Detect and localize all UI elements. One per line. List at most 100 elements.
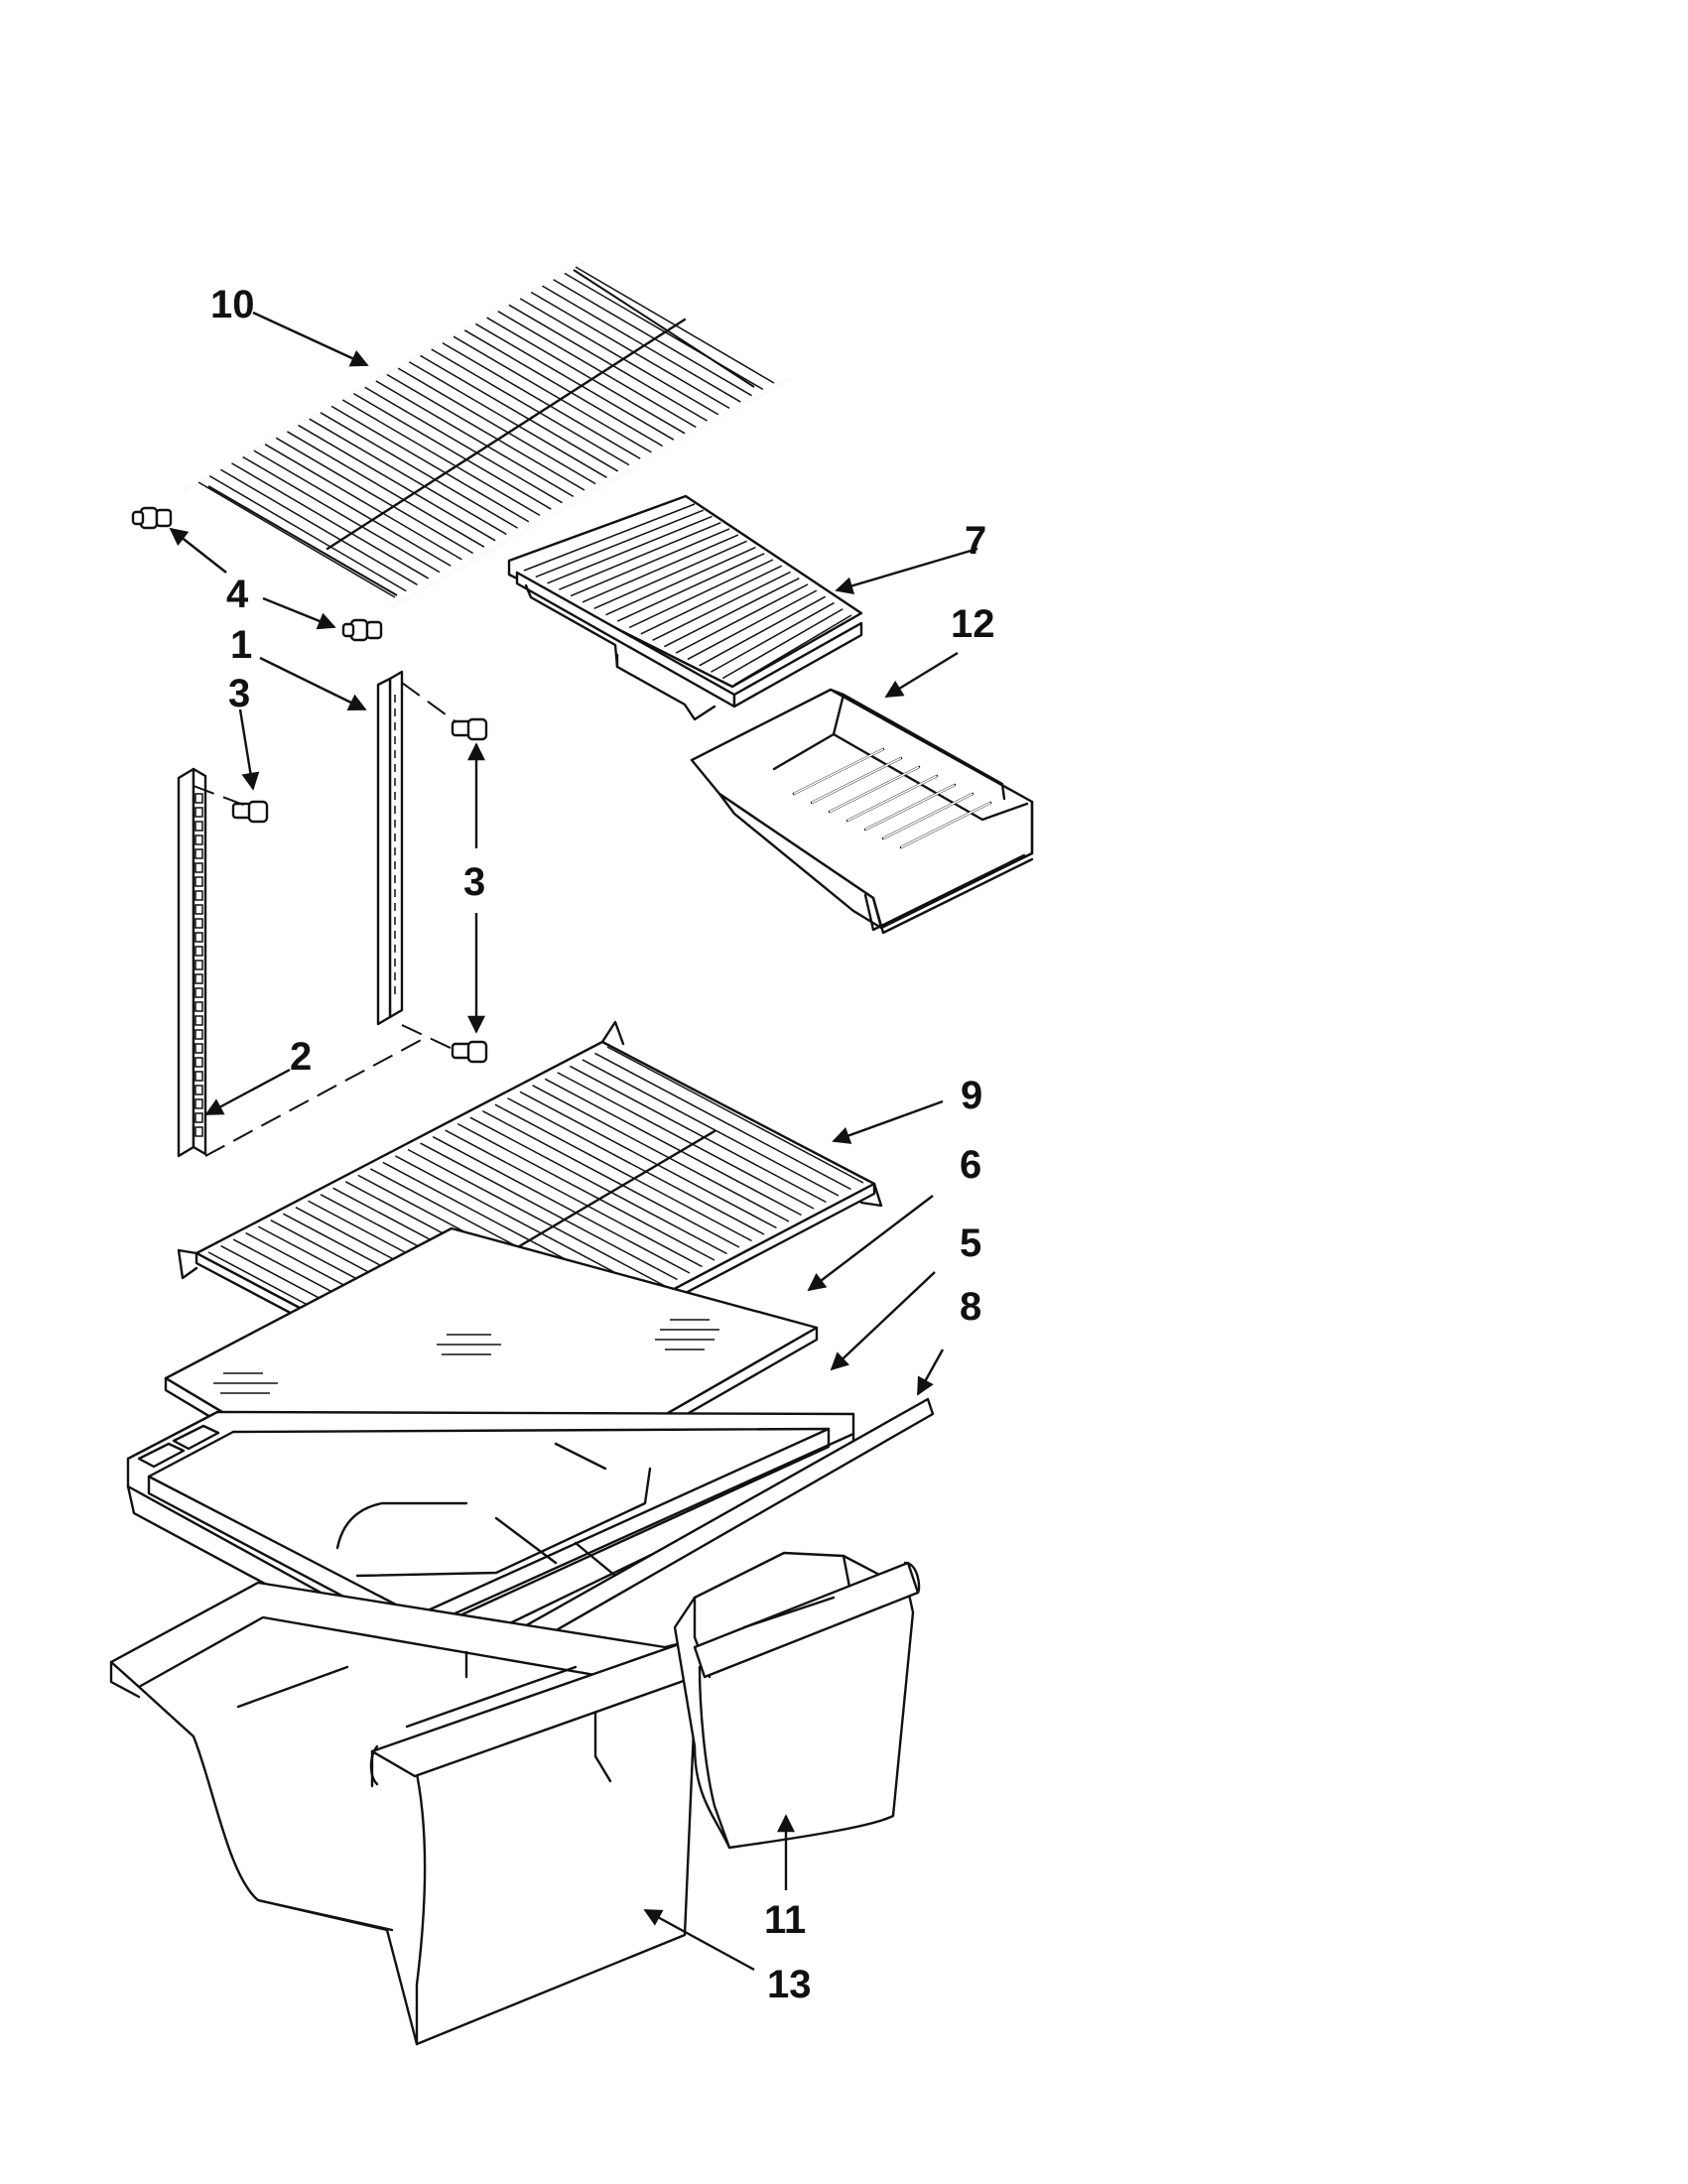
shelf-wire [298, 424, 496, 542]
shelf-wire [275, 437, 474, 555]
rail-slot [195, 946, 203, 957]
shelf-wire [544, 1078, 802, 1217]
tray-slat [640, 565, 783, 635]
tray-slat [570, 528, 730, 597]
shelf-wire [575, 266, 775, 384]
shelf-wire [519, 298, 719, 416]
rail-slot [195, 1029, 203, 1040]
part-1-shelf-rail [376, 670, 404, 1026]
tray-slat [733, 614, 852, 686]
tray-slat [535, 509, 705, 578]
rail-slot [195, 890, 203, 901]
tray-slat [687, 589, 818, 661]
shelf-wire [497, 311, 697, 429]
tray-slat [663, 577, 800, 648]
shelf-wire [408, 361, 607, 478]
rail-slot [195, 918, 203, 929]
rail-slot [195, 1085, 203, 1095]
rail-slot [195, 848, 203, 859]
shelf-wire [569, 1065, 827, 1204]
shelf-wire [219, 468, 418, 585]
rail-slot [195, 1001, 203, 1012]
tray-slat [616, 553, 765, 622]
shelf-wire [353, 392, 552, 510]
shelf-wire [420, 354, 619, 472]
tray-slat [652, 571, 791, 641]
pin-4-left [131, 506, 173, 530]
tray-slat [559, 521, 721, 590]
rail-slot [195, 904, 203, 915]
tray-slat [675, 583, 809, 654]
callout-1: 1 [230, 623, 252, 667]
part-10-wire-shelf [184, 261, 790, 609]
shelf-wire [253, 450, 452, 567]
callout-12: 12 [951, 602, 995, 646]
shelf-wire [445, 1129, 703, 1268]
callout-13: 13 [767, 1963, 812, 2006]
callout-8: 8 [960, 1285, 981, 1329]
callout-10: 10 [210, 283, 255, 326]
shelf-wire [242, 455, 441, 574]
shelf-wire [397, 367, 596, 485]
callout-4: 4 [226, 573, 249, 616]
callout-5: 5 [960, 1221, 981, 1265]
shelf-wire [407, 1148, 666, 1287]
shelf-wire [519, 1091, 777, 1229]
shelf-wire [530, 291, 730, 410]
rail-slot [195, 973, 203, 984]
rail-slot [195, 807, 203, 818]
shelf-wire [432, 1135, 691, 1274]
tray-slat [582, 534, 739, 603]
rail-slot [195, 1057, 203, 1068]
part-2-shelf-rail [177, 767, 207, 1158]
shelf-wire [320, 412, 518, 529]
shelf-wire [508, 304, 708, 422]
callout-3-upper: 3 [228, 672, 250, 715]
shelf-wire [463, 329, 664, 448]
callout-11: 11 [764, 1898, 806, 1942]
part-12-pan [690, 688, 1034, 935]
callout-7: 7 [965, 519, 986, 563]
rail-slot [195, 862, 203, 873]
tray-slat [605, 546, 756, 616]
rail-slot [195, 1043, 203, 1054]
shelf-wire [453, 335, 652, 453]
callout-9: 9 [961, 1074, 982, 1117]
shelf-wire [309, 418, 507, 536]
rail-slot [195, 932, 203, 943]
shelf-wire [475, 322, 675, 441]
rail-slot [195, 960, 203, 970]
shelf-wire [553, 279, 752, 397]
shelf-wire [208, 474, 407, 592]
rail-slot [195, 835, 203, 845]
shelf-wire [330, 405, 530, 523]
rail-slot [195, 793, 203, 804]
part-13-crisper-drawer [109, 1581, 697, 2046]
rail-slot [195, 821, 203, 832]
callout-2: 2 [290, 1035, 312, 1079]
screw-3-c [451, 1040, 488, 1064]
rail-slot [195, 876, 203, 887]
part-11-crisper-drawer [673, 1551, 921, 1850]
part-4-shelf-pins [131, 506, 383, 642]
shelf-wire [395, 1155, 653, 1294]
shelf-wire [469, 1116, 727, 1255]
rail-slot [195, 987, 203, 998]
shelf-wire [456, 1122, 715, 1261]
shelf-wire [564, 272, 764, 391]
rail-slot [195, 1126, 203, 1137]
shelf-wire [364, 386, 563, 504]
screw-3-a [231, 800, 269, 824]
part-7-tray-cover [507, 494, 863, 721]
callout-labels: 10 7 4 12 1 3 3 2 9 6 5 8 11 13 [210, 283, 995, 2006]
shelf-wire [197, 481, 396, 598]
shelf-wire [532, 1085, 790, 1222]
tray-slat [628, 559, 774, 629]
shelf-wire [494, 1103, 752, 1242]
rail-slot [195, 1112, 203, 1123]
shelf-wire [420, 1142, 678, 1281]
shelf-wire [557, 1072, 815, 1210]
tray-slat [593, 540, 747, 610]
part-3-screws [231, 717, 488, 1064]
